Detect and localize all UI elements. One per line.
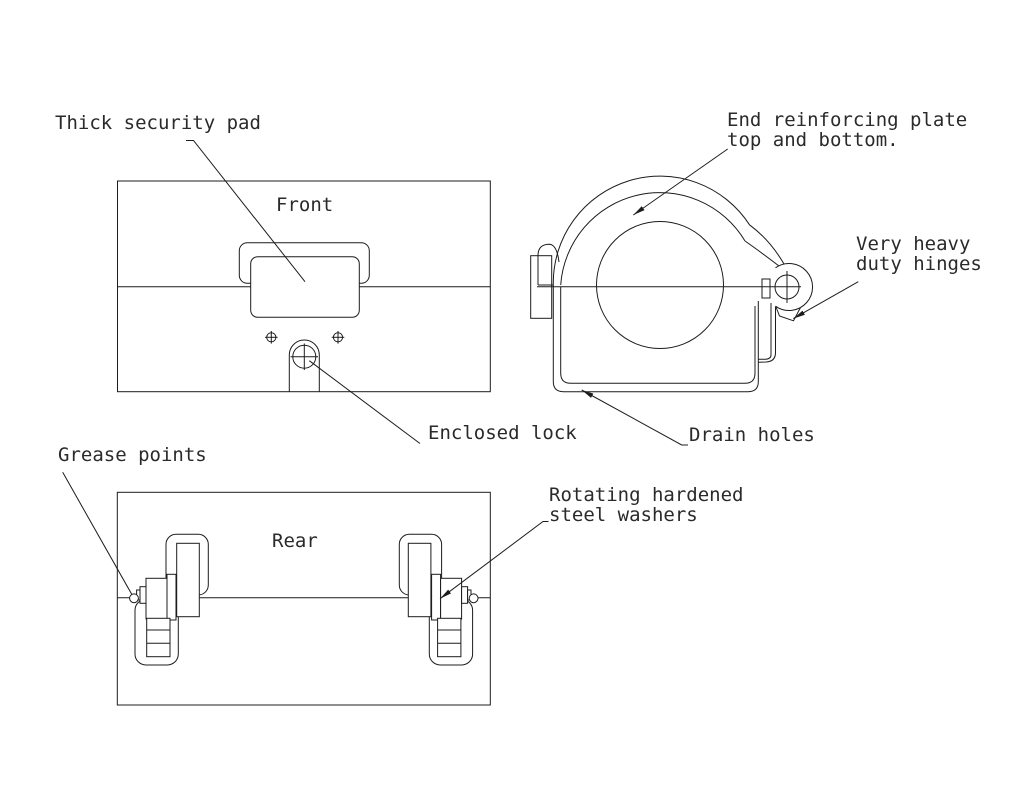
leader-drain-holes xyxy=(581,389,688,446)
label-grease-points: Grease points xyxy=(58,444,207,466)
hinge-knuckle xyxy=(775,263,814,311)
front-caption: Front xyxy=(276,194,334,216)
enclosed-lock-shape xyxy=(288,339,320,392)
leader-hinges xyxy=(793,281,859,320)
label-washers-line1: Rotating hardened xyxy=(549,484,744,506)
leader-end-plate xyxy=(633,148,728,216)
grease-nipple xyxy=(129,593,139,604)
label-end-plate-line1: End reinforcing plate xyxy=(727,109,968,131)
washer-stack xyxy=(146,617,171,658)
label-enclosed-lock: Enclosed lock xyxy=(428,422,577,444)
leader-grease-points xyxy=(62,472,133,595)
label-security-pad: Thick security pad xyxy=(55,112,261,134)
security-pad xyxy=(250,256,360,318)
leader-lines xyxy=(62,140,859,600)
front-view xyxy=(117,180,491,393)
rear-hinge-assembly-right xyxy=(398,533,479,666)
rear-caption: Rear xyxy=(272,530,318,552)
rear-hinge-assembly-left xyxy=(129,533,209,666)
hinge-arm-outer xyxy=(749,224,785,265)
washer-housing xyxy=(145,577,168,620)
leader-washers xyxy=(439,521,549,600)
label-hinges-line1: Very heavy xyxy=(856,233,971,255)
hinge-plate xyxy=(166,573,177,621)
upper-knuckle-leaf xyxy=(176,542,200,618)
side-ear xyxy=(537,243,560,285)
arch-inner xyxy=(560,192,746,286)
hinge xyxy=(744,224,814,363)
label-hinges-line2: duty hinges xyxy=(856,253,982,275)
rear-body-outline xyxy=(116,491,491,706)
screw-mark-right xyxy=(331,331,345,344)
hinge-arm-inner xyxy=(744,240,780,267)
screw-mark-left xyxy=(265,331,278,344)
shackle-hole xyxy=(596,221,724,349)
label-end-plate-line2: top and bottom. xyxy=(727,129,899,151)
side-left-plate xyxy=(530,255,553,319)
leader-security-pad xyxy=(186,140,306,283)
label-drain-holes: Drain holes xyxy=(689,424,815,446)
side-view xyxy=(530,175,814,393)
rear-view xyxy=(116,491,491,706)
arch-outer xyxy=(552,175,750,286)
label-washers-line2: steel washers xyxy=(549,504,698,526)
leader-enclosed-lock xyxy=(309,360,421,444)
side-body-inner xyxy=(560,286,756,384)
side-body-outer xyxy=(552,285,759,393)
